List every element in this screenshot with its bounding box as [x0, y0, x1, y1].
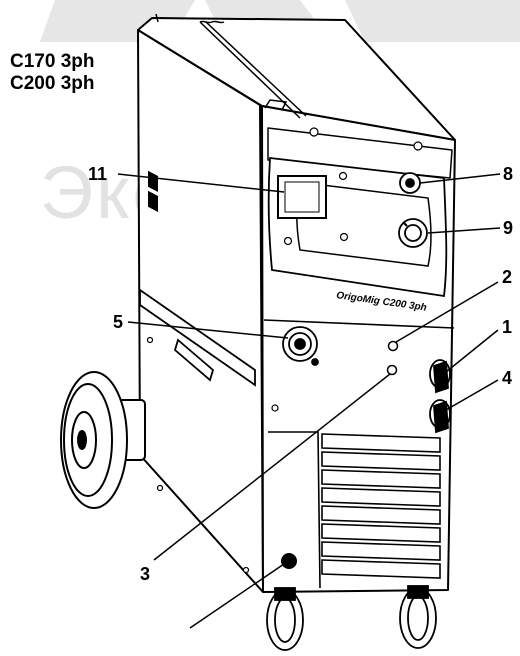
leader-5: [127, 321, 289, 339]
front-wheel-left: [266, 587, 304, 651]
leader-9: [427, 227, 501, 234]
callout-2: 2: [502, 267, 512, 287]
leader-2: [395, 281, 499, 343]
side-vents: [148, 170, 158, 213]
callout-4: 4: [502, 368, 512, 388]
euro-connector: [282, 326, 319, 366]
model-name-1: C170 3ph: [10, 51, 95, 72]
callout-1: 1: [502, 317, 512, 337]
leader-8: [419, 173, 501, 184]
front-wheel-right: [399, 585, 437, 649]
cooling-grille: [321, 433, 441, 579]
leader-11: [189, 563, 285, 629]
leader-10: [117, 173, 285, 193]
side-handle: [139, 288, 256, 387]
lid-top-rail: [151, 13, 346, 111]
model-name-2: C200 3ph: [10, 73, 95, 94]
cable-inlet: [281, 553, 297, 569]
leader-3: [153, 373, 391, 561]
leader-lines: [117, 173, 501, 629]
callout-5: 5: [113, 312, 123, 332]
rear-wheel: [60, 371, 146, 509]
main-switch: [429, 359, 451, 394]
callout-9: 9: [503, 218, 513, 238]
knob-9: [398, 218, 428, 248]
callout-8: 8: [503, 164, 513, 184]
panel-leds: [283, 171, 349, 246]
voltage-switch: [429, 399, 451, 434]
leader-4: [445, 379, 499, 411]
callout-10: 11: [88, 164, 107, 184]
indicator-lamps: [386, 340, 399, 376]
callout-3: 3: [140, 564, 150, 584]
callouts: 11 8 9 5 2 1 4 3: [88, 164, 513, 584]
leader-1: [445, 329, 499, 373]
display-window: [277, 175, 327, 219]
knob-8: [399, 172, 421, 194]
screws: [146, 127, 423, 574]
